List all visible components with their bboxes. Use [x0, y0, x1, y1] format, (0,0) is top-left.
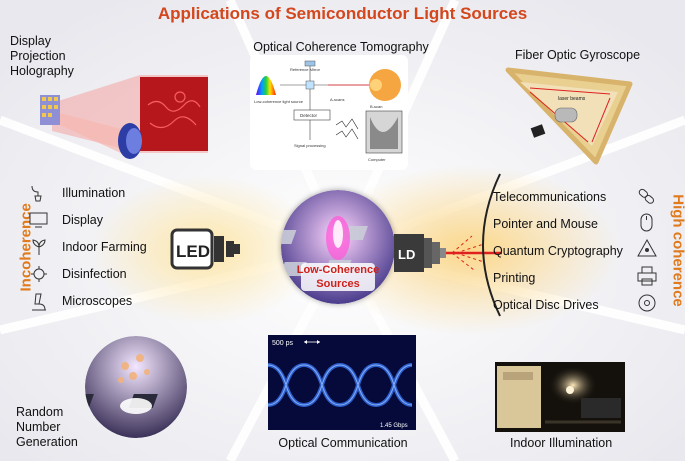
- fiber-gyro-illustration: laser beams: [505, 67, 633, 165]
- label-line: Number: [16, 419, 61, 434]
- optical-communication-label: Optical Communication: [278, 436, 408, 450]
- center-circle: [281, 190, 395, 304]
- printer-icon: [637, 266, 657, 286]
- led-app-item: Display: [62, 213, 103, 227]
- figure-title: Applications of Semiconductor Light Sour…: [157, 4, 528, 23]
- oct-computer-label: Computer: [368, 157, 386, 162]
- led-app-item: Indoor Farming: [62, 240, 147, 254]
- label-line: Random: [16, 405, 64, 419]
- eye-diagram-panel: 500 ps 1.45 Gbps: [268, 335, 416, 430]
- oct-ascans-label: A-scans: [330, 97, 344, 102]
- led-bulb-icon: LED: [170, 228, 240, 270]
- low-coherence-illustration: [281, 190, 395, 304]
- holography-projection-illustration: [40, 75, 208, 159]
- ld-icons-column: [636, 186, 660, 316]
- led-applications-list: Illumination Display Indoor Farming Disi…: [28, 180, 178, 315]
- mouse-icon: [640, 213, 653, 232]
- random-number-illustration: [85, 336, 187, 438]
- oct-detector-label: Detector: [300, 113, 318, 118]
- laser-diode-icon: LD: [394, 234, 502, 272]
- label-line: Holography: [10, 63, 74, 78]
- oct-diagram-panel: Low-coherence light source Reference Mir…: [250, 55, 408, 170]
- eye-time-label: 500 ps: [272, 340, 294, 347]
- ld-app-item: Printing: [493, 271, 536, 285]
- led-app-item: Microscopes: [62, 294, 133, 308]
- indoor-illumination-label: Indoor Illumination: [510, 436, 613, 450]
- gyro-beams-label: laser beams: [558, 96, 586, 102]
- disc-icon: [638, 294, 656, 312]
- oct-bscan-label: B-scan: [370, 104, 382, 109]
- oct-source-label: Low-coherence light source: [254, 99, 304, 104]
- ld-app-item: Quantum Cryptography: [493, 244, 623, 258]
- ld-text: LD: [398, 247, 415, 262]
- indoor-illumination-photo: [495, 362, 625, 432]
- led-app-item: Disinfection: [62, 267, 127, 281]
- eye-rate-label: 1.45 Gbps: [380, 423, 408, 429]
- virus-icon: [31, 266, 47, 282]
- led-app-item: Illumination: [62, 186, 126, 200]
- fiber-gyro-label: Fiber Optic Gyroscope: [515, 48, 641, 62]
- center-label-line: Low-Coherence: [296, 264, 380, 276]
- microscope-icon: [32, 293, 46, 311]
- high-coherence-axis-label: High coherence: [669, 194, 685, 307]
- eye-diagram: 500 ps 1.45 Gbps: [268, 335, 416, 430]
- led-text: LED: [176, 242, 210, 261]
- ld-app-item: Optical Disc Drives: [493, 298, 599, 312]
- label-line: Generation: [16, 434, 78, 449]
- oct-label: Optical Coherence Tomography: [253, 40, 429, 54]
- link-icon: [638, 188, 655, 204]
- ld-applications-list: Telecommunications Pointer and Mouse Qua…: [493, 188, 663, 313]
- label-line: Display: [10, 34, 51, 48]
- lightbulb-icon: [31, 185, 42, 202]
- oct-diagram: Low-coherence light source Reference Mir…: [254, 60, 403, 162]
- network-icon: [637, 238, 657, 257]
- display-projection-label: Display Projection Holography: [10, 34, 74, 78]
- oct-signal-label: Signal processing: [294, 143, 326, 148]
- ld-bracket: [482, 173, 501, 317]
- plant-icon: [32, 239, 46, 255]
- oct-mirror-label: Reference Mirror: [290, 67, 321, 72]
- center-label-line: Sources: [316, 277, 360, 290]
- ld-app-item: Telecommunications: [493, 190, 607, 204]
- random-number-label: Random Number Generation: [16, 405, 78, 449]
- monitor-icon: [29, 212, 48, 228]
- ld-app-item: Pointer and Mouse: [493, 217, 598, 231]
- label-line: Projection: [10, 48, 66, 63]
- center-label: Low-Coherence Sources: [281, 264, 395, 292]
